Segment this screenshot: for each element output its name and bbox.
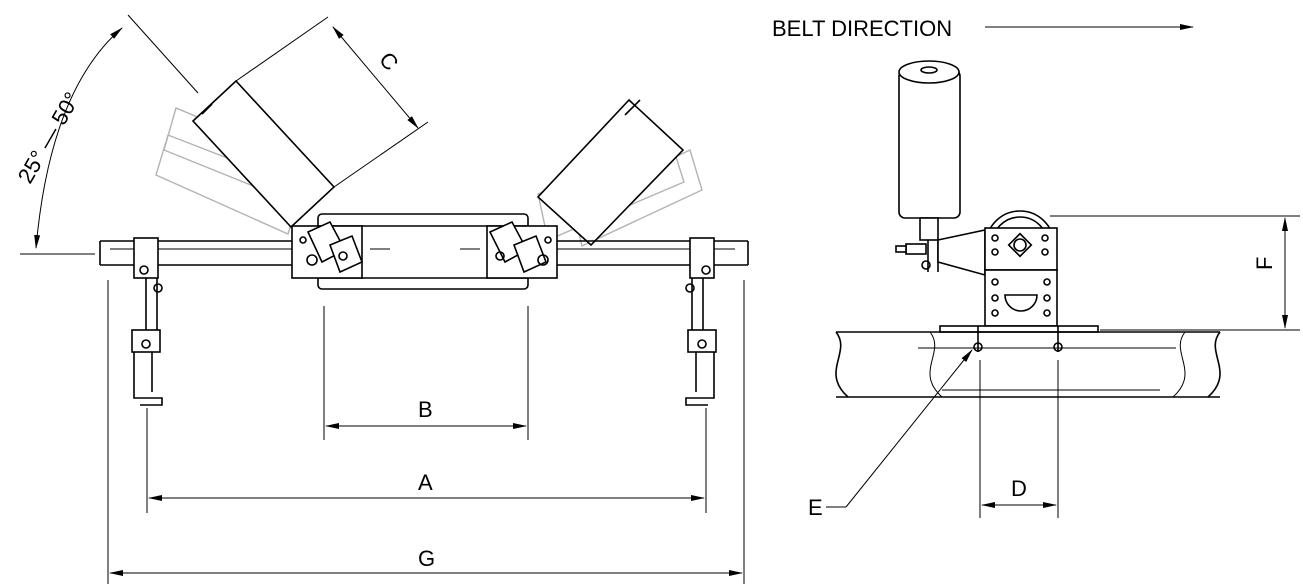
dimension-d-label: D <box>1011 476 1027 501</box>
roller-arm <box>895 229 986 277</box>
left-wing-roller <box>191 79 336 229</box>
pivot-assembly <box>939 210 1099 333</box>
front-view: 25° — 50° C B A G <box>13 14 749 584</box>
dimension-c-label: C <box>374 47 403 75</box>
f-dimension: F <box>1050 215 1300 331</box>
g-dimension: G <box>107 280 745 584</box>
angle-dimension: 25° — 50° <box>13 14 199 255</box>
belt-direction-indicator: BELT DIRECTION <box>772 16 1194 41</box>
dimension-b-label: B <box>418 397 433 422</box>
right-end-bracket <box>685 237 717 406</box>
right-wing-roller <box>536 98 685 247</box>
dimension-e-label: E <box>808 495 823 520</box>
right-roller-bracket <box>486 220 558 279</box>
d-dimension: D <box>979 360 1059 518</box>
dimension-a-label: A <box>418 470 433 495</box>
left-end-bracket <box>131 237 163 406</box>
a-dimension: A <box>146 408 707 513</box>
e-leader: E <box>808 349 973 520</box>
support-beam <box>835 326 1221 398</box>
side-view: BELT DIRECTION <box>772 16 1300 520</box>
dimension-f-label: F <box>1252 257 1277 270</box>
angle-label: 25° — 50° <box>13 88 85 188</box>
b-dimension: B <box>323 306 529 440</box>
left-roller-bracket <box>291 220 364 279</box>
belt-direction-label: BELT DIRECTION <box>772 16 952 41</box>
dimension-g-label: G <box>418 546 435 571</box>
vertical-roller <box>898 60 961 241</box>
